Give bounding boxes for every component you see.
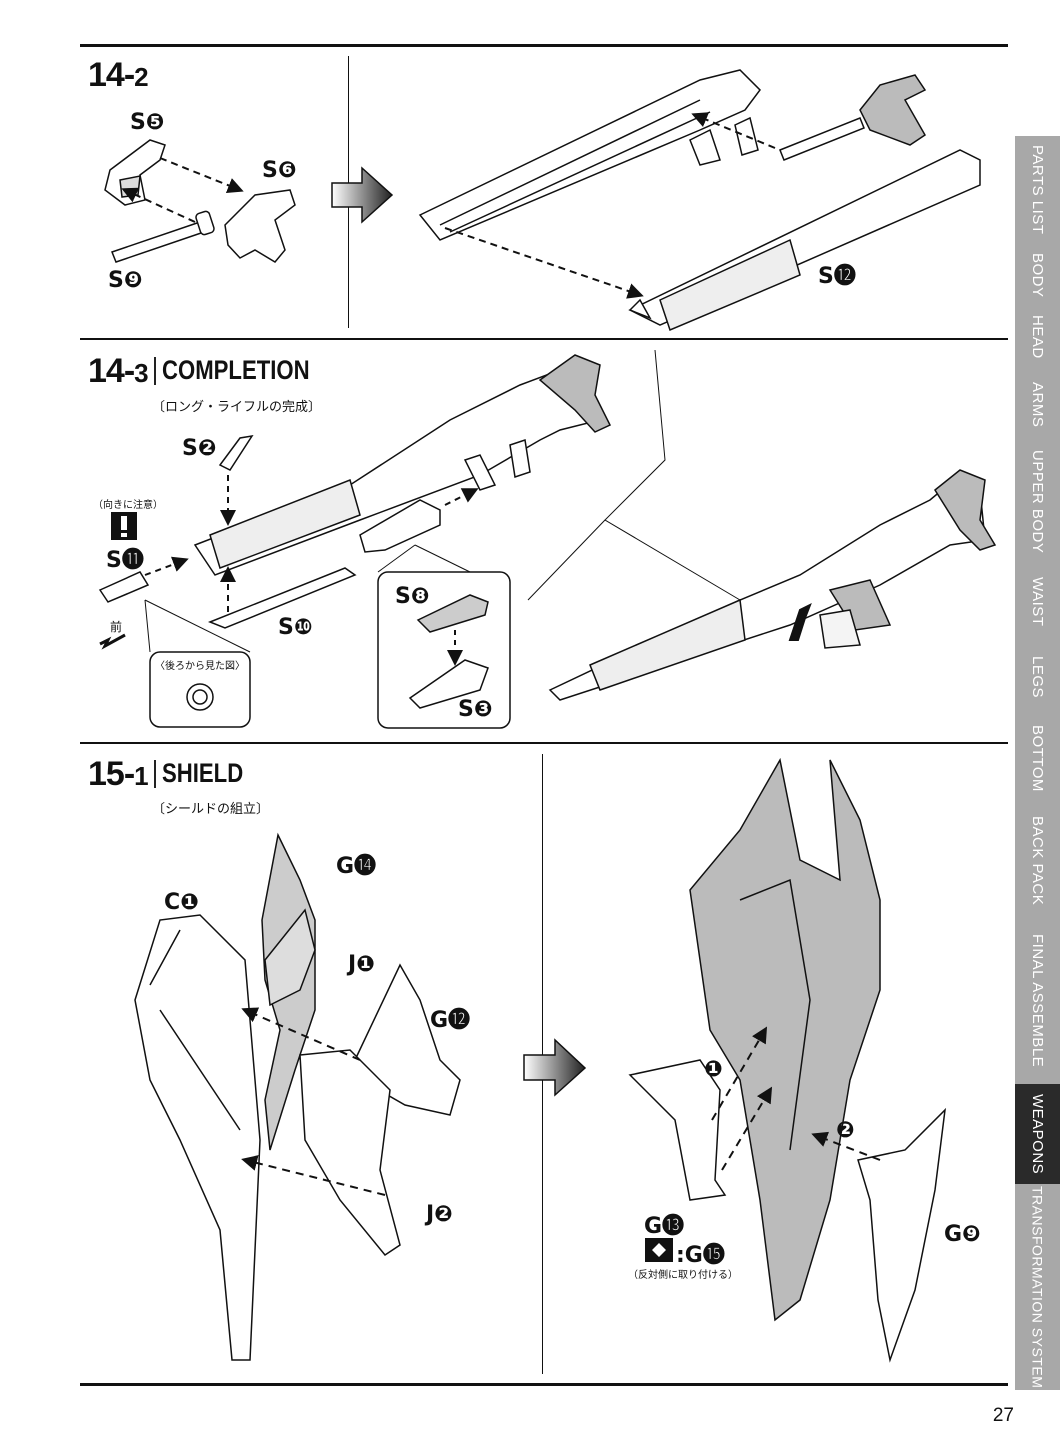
- label-n2: ❷: [836, 1118, 855, 1143]
- symmetry-icon: [645, 1238, 673, 1262]
- completed-rifle-drawing-right: [548, 469, 997, 701]
- detail-box-s8-s3: [377, 571, 511, 729]
- shield-c1-drawing: [134, 914, 261, 1361]
- label-j1: J❶: [348, 952, 375, 977]
- part-s2-drawing: [218, 434, 254, 471]
- front-label: 前: [110, 620, 123, 634]
- label-j2: J❷: [426, 1202, 453, 1227]
- rear-view-box: [149, 651, 251, 728]
- rifle-body-drawing: [418, 69, 761, 241]
- part-g9-drawing: [857, 1107, 947, 1363]
- tab-waist[interactable]: WAIST: [1015, 562, 1060, 643]
- label-g14: G⓮: [336, 854, 377, 879]
- part-s9-drawing: [111, 210, 215, 263]
- tab-upper-body[interactable]: UPPER BODY: [1015, 442, 1060, 563]
- part-s6-drawing: [224, 189, 296, 263]
- tab-back-pack[interactable]: BACK PACK: [1015, 804, 1060, 919]
- label-s2: S❷: [182, 436, 217, 461]
- section-rule-1: [80, 338, 1008, 340]
- warning-icon: [111, 512, 137, 540]
- tab-parts-list[interactable]: PARTS LIST: [1015, 136, 1060, 245]
- part-s11-drawing: [98, 571, 150, 603]
- label-g13: G⓭: [644, 1214, 685, 1239]
- front-direction-arrow: [99, 633, 126, 650]
- tab-legs[interactable]: LEGS: [1015, 642, 1060, 713]
- opposite-side-note: （反対側に取り付ける）: [628, 1270, 738, 1281]
- label-s3: S❸: [458, 697, 493, 722]
- subassembly-drawing: [359, 499, 441, 553]
- tab-arms[interactable]: ARMS: [1015, 368, 1060, 443]
- label-n1: ❶: [704, 1057, 723, 1082]
- step-14-3-separator: [154, 357, 156, 385]
- tab-head[interactable]: HEAD: [1015, 306, 1060, 369]
- part-g13-drawing: [628, 1059, 727, 1201]
- rotate-up-arrow: [788, 602, 812, 641]
- step-14-3-title: COMPLETION: [162, 355, 310, 385]
- label-s11: S⓫: [106, 548, 144, 573]
- step-15-1-separator: [154, 760, 156, 788]
- part-j1-drawing: [264, 908, 316, 1007]
- tab-weapons[interactable]: WEAPONS: [1015, 1084, 1060, 1185]
- step-15-1-subtitle: 〔シールドの組立〕: [152, 802, 270, 817]
- section-rule-2: [80, 742, 1008, 744]
- step-15-1-title: SHIELD: [162, 758, 244, 788]
- part-s10-drawing: [207, 567, 357, 629]
- orientation-note: （向きに注意）: [93, 500, 163, 511]
- step-15-1-number: 15-1: [88, 755, 149, 793]
- rear-view-label: 〈後ろから見た図〉: [155, 661, 245, 672]
- big-arrow-15-1: [523, 1038, 587, 1097]
- label-s6: S❻: [262, 158, 297, 183]
- page-number: 27: [992, 1405, 1014, 1426]
- step-14-3-subtitle: 〔ロング・ライフルの完成〕: [152, 400, 322, 415]
- label-s12: S⓬: [818, 264, 856, 289]
- tab-body[interactable]: BODY: [1015, 244, 1060, 307]
- part-s12-drawing: [628, 149, 981, 332]
- top-rule: [80, 44, 1008, 47]
- shield-assembled-drawing: [689, 757, 881, 1322]
- completed-rifle-drawing-left: [193, 354, 612, 576]
- big-arrow-14-2: [331, 166, 394, 224]
- step-14-2-number: 14-2: [88, 56, 149, 94]
- part-j2-drawing: [299, 1049, 401, 1257]
- tab-transformation-system[interactable]: TRANSFORMATION SYSTEM: [1015, 1184, 1060, 1391]
- label-s5: S❺: [130, 110, 165, 135]
- bottom-rule: [80, 1383, 1008, 1386]
- tab-final-assemble[interactable]: FINAL ASSEMBLE: [1015, 918, 1060, 1085]
- label-s10: S❿: [278, 615, 313, 640]
- tab-bottom[interactable]: BOTTOM: [1015, 712, 1060, 805]
- label-g12: G⓬: [430, 1008, 471, 1033]
- label-s9: S❾: [108, 268, 143, 293]
- part-s8-s3-drawing: [408, 594, 489, 709]
- grip-stock-drawing: [779, 74, 927, 161]
- label-g15: :G⓯: [676, 1243, 725, 1268]
- label-g9: G❾: [944, 1222, 981, 1247]
- label-s8: S❽: [395, 584, 430, 609]
- label-c1: C❶: [164, 890, 199, 915]
- step-14-3-number: 14-3: [88, 352, 149, 390]
